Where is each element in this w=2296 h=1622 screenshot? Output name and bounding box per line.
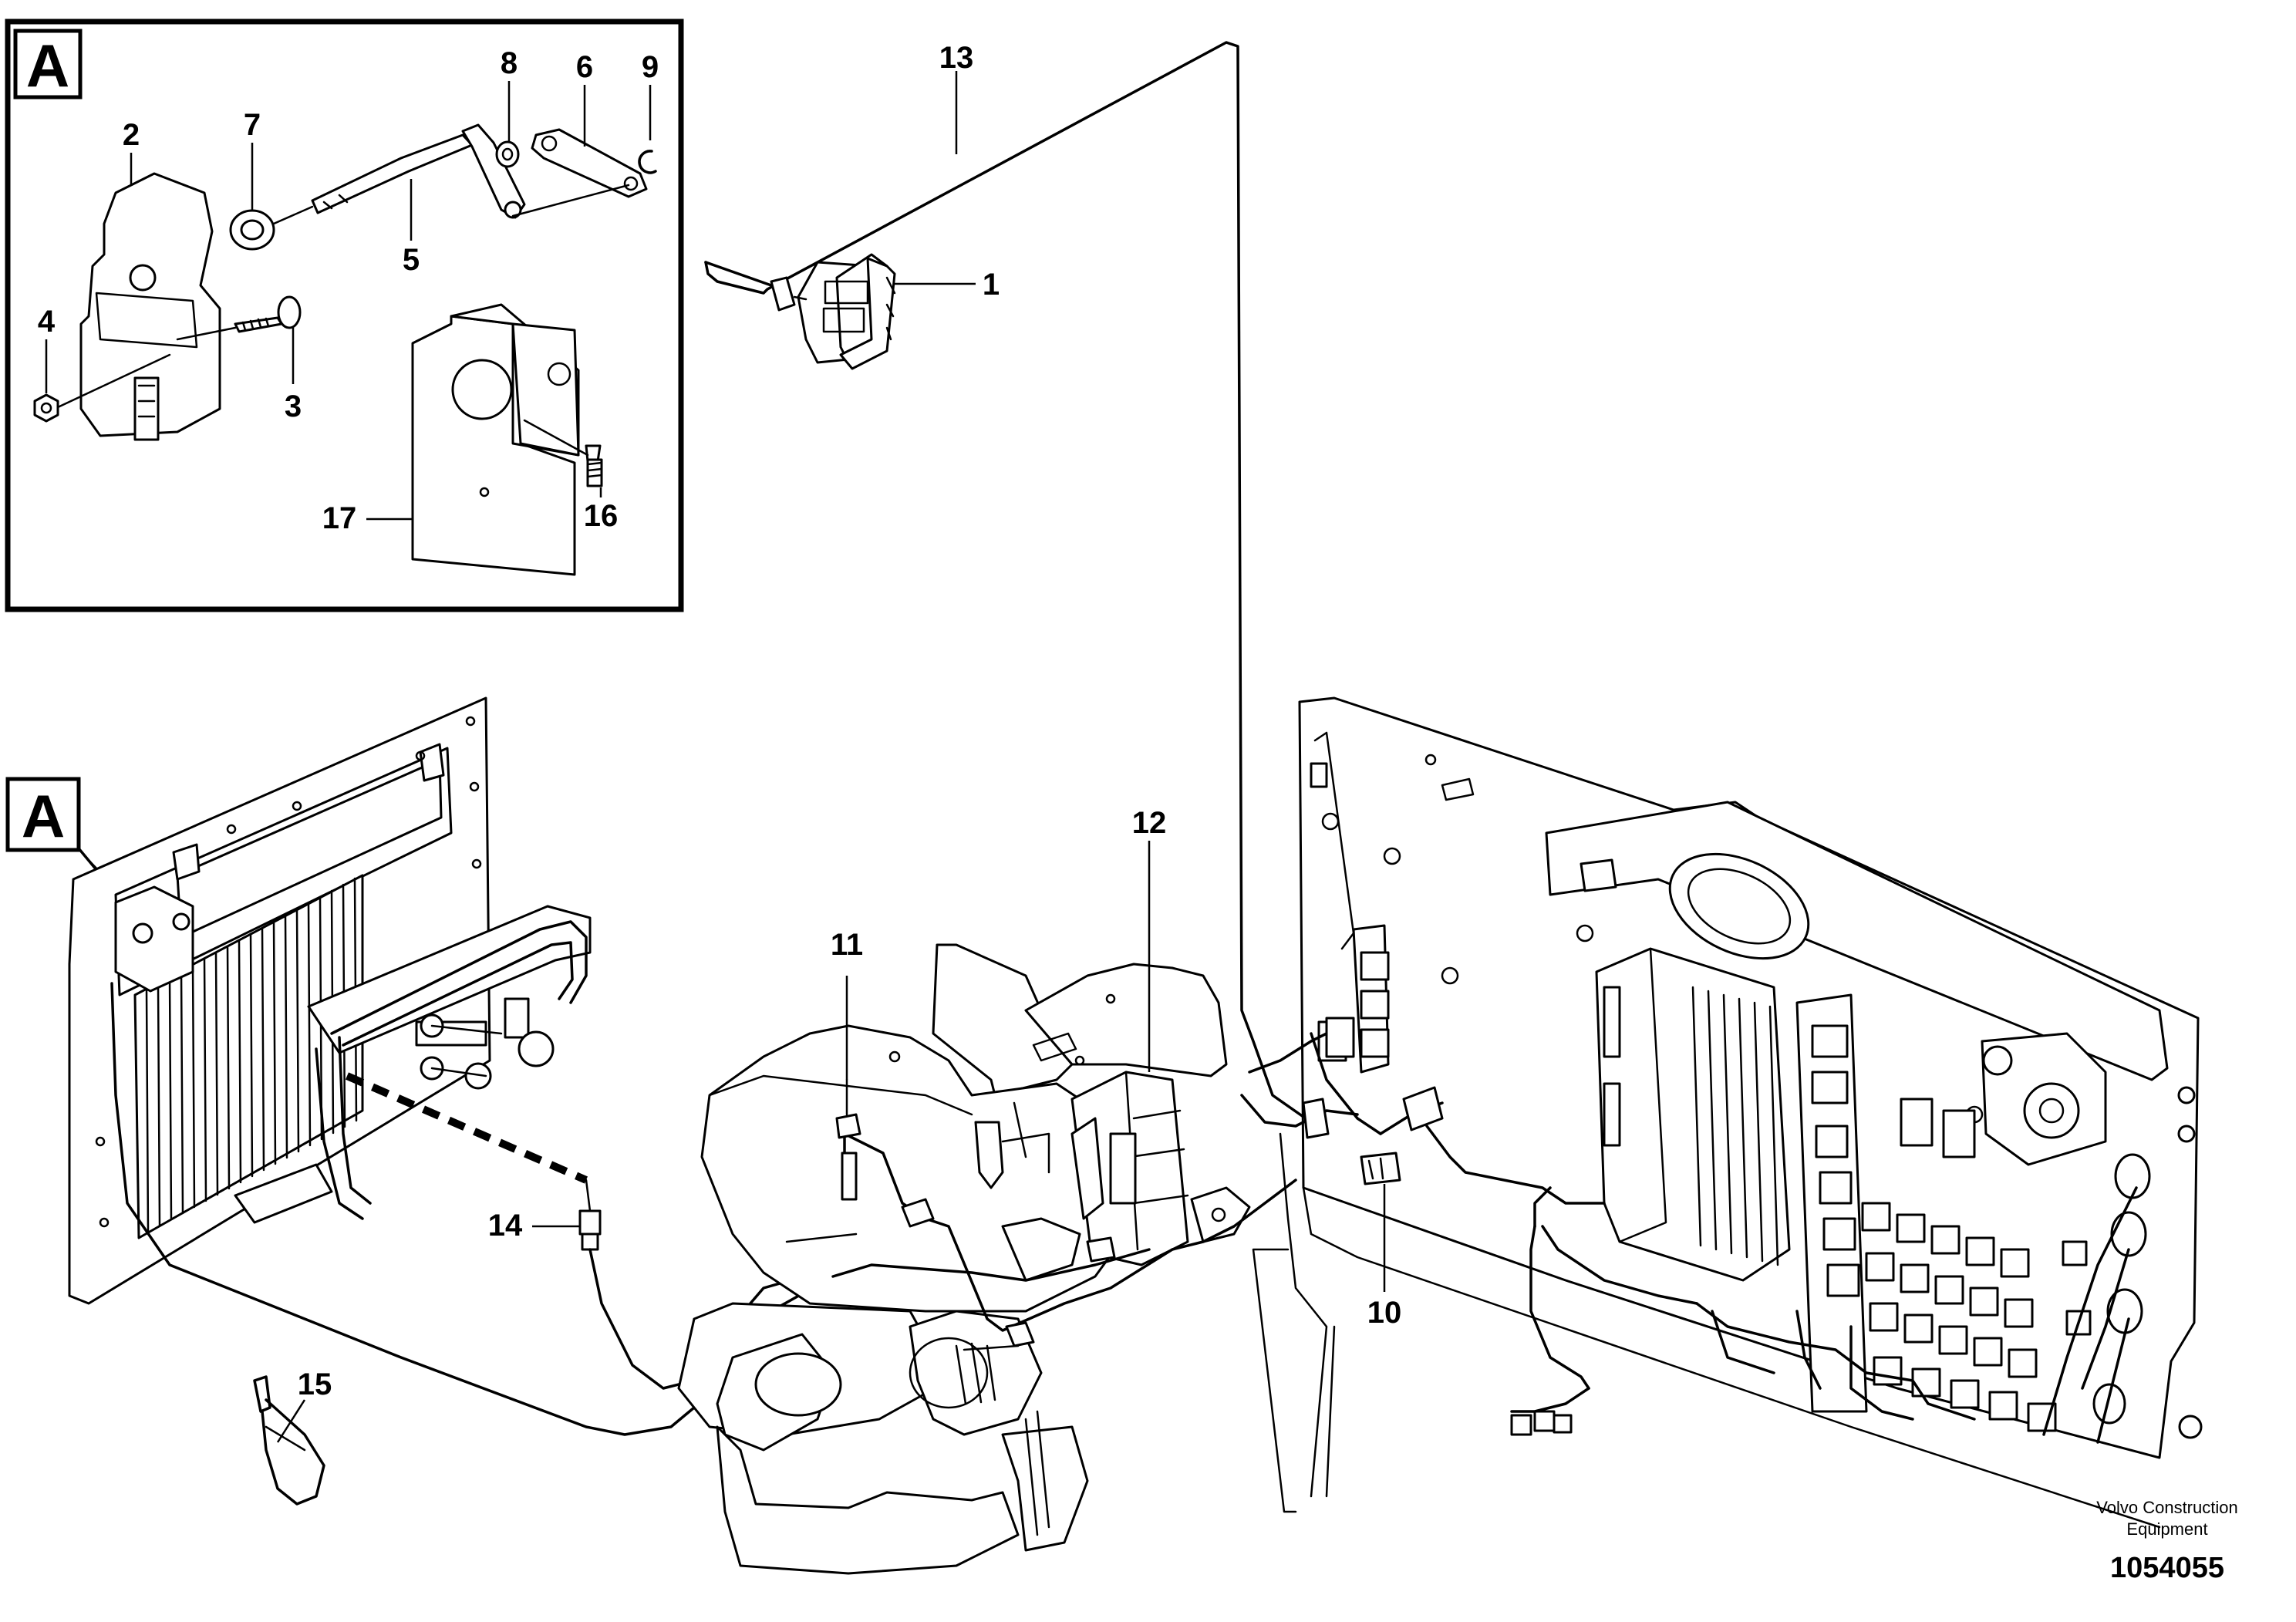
detail-letter-box [13,29,83,99]
footer-company-line2: Equipment [2126,1519,2207,1539]
detail-view-a: A [5,19,684,612]
footer: Volvo Construction Equipment 1054055 [2096,1498,2237,1584]
callout-7: 7 [244,108,261,142]
callout-16: 16 [584,499,619,533]
electrical-panel [1298,696,2203,1529]
callout-6: 6 [576,50,593,84]
callout-14: 14 [488,1209,523,1243]
callout-17: 17 [322,501,357,535]
lever-shaft [311,123,526,219]
callout-8: 8 [501,46,518,80]
bolt-16 [585,444,603,487]
callout-10: 10 [1367,1296,1402,1330]
actuator-housing [79,172,221,441]
ecu-fins [1691,986,1779,1266]
main-view: A [5,41,2203,1575]
callout-4: 4 [38,305,56,339]
footer-company-line1: Volvo Construction [2096,1498,2237,1517]
control-unit [1070,1071,1251,1266]
callout-12: 12 [1132,806,1167,840]
callout-1: 1 [983,268,1000,302]
callout-5: 5 [403,243,420,277]
callout-9: 9 [642,50,659,84]
refrigerant-pipes [234,905,592,1224]
switch [770,253,896,370]
link-arm [531,128,648,198]
footer-drawing-number: 1054055 [2110,1552,2224,1584]
cable-tie [253,1375,325,1506]
cable-clip [835,1078,861,1139]
capillary-tube [346,1072,588,1184]
callout-3: 3 [285,389,302,423]
relay-grid [1861,1202,2057,1432]
bracket [411,303,580,576]
screw-3 [234,295,302,333]
evaporator-panel [68,696,491,1305]
temperature-sensor [578,1209,602,1251]
grommet [229,209,275,251]
main-letter: A [22,782,65,850]
callout-11: 11 [831,928,863,962]
detail-letter: A [26,32,69,99]
circlip [638,150,657,174]
connector-harness [1240,1017,1976,1436]
washer [495,140,520,168]
callout-2: 2 [123,118,140,152]
nut [33,393,59,423]
hvac-unit [677,943,1228,1575]
callout-13: 13 [939,41,974,75]
callout-15: 15 [298,1367,332,1401]
main-letter-box [5,777,81,852]
